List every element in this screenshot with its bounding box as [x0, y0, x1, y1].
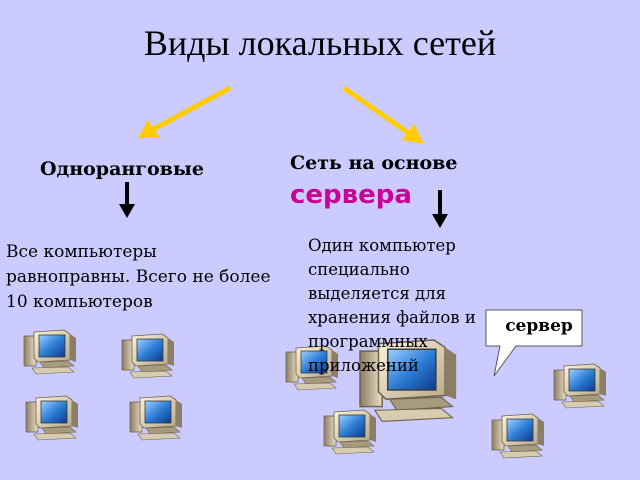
yellow-arrow-left-icon — [138, 85, 232, 138]
server-callout-label: сервер — [505, 316, 573, 336]
slide-title: Виды локальных сетей — [143, 23, 497, 63]
server-network-heading: Сеть на основе — [290, 152, 458, 174]
peer-network-heading: Одноранговые — [40, 158, 204, 180]
down-arrow-right-icon — [432, 190, 448, 228]
down-arrow-left-icon — [119, 182, 135, 218]
server-network-heading-accent: сервера — [290, 180, 412, 210]
server-network-description: Один компьютер специально выделяется для… — [308, 236, 476, 375]
yellow-arrow-right-icon — [342, 85, 424, 144]
peer-network-description: Все компьютеры равноправны. Всего не бол… — [6, 242, 271, 312]
